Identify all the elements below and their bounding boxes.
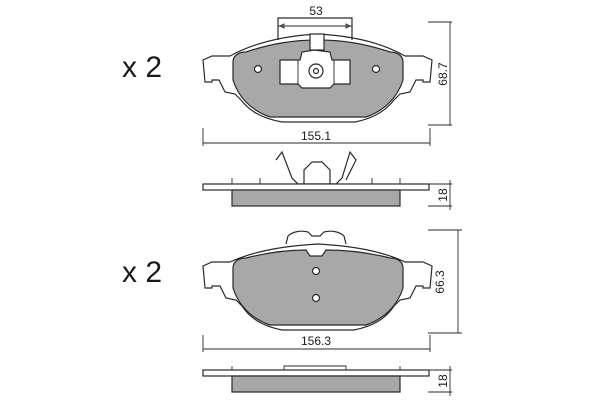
clip-center — [303, 161, 331, 184]
height-dimension-2: 66.3 — [428, 229, 462, 334]
sensor-width-label: 53 — [309, 4, 323, 18]
mounting-hole-bottom-icon — [311, 293, 321, 303]
backing-plate-outline — [202, 33, 433, 123]
backing-plate-side — [202, 183, 430, 191]
thickness-dimension-2: 18 — [428, 366, 452, 396]
friction-lining-side — [231, 375, 401, 393]
backing-plate-side — [202, 369, 430, 377]
sensor-bracket — [277, 17, 353, 40]
arrow-right-icon — [345, 23, 352, 29]
spring-clip — [275, 150, 357, 185]
arrow-left-icon — [278, 23, 285, 29]
friction-material — [232, 249, 404, 326]
width-dimension-1: 155.1 — [202, 128, 431, 146]
pad-side-view-1 — [202, 150, 430, 207]
pad-front-view-1: 53 — [202, 4, 433, 123]
mounting-hole-right-icon — [371, 64, 381, 74]
width-label-1: 155.1 — [301, 129, 331, 143]
locating-tab — [285, 230, 347, 245]
pad-front-view-2 — [202, 230, 433, 331]
pad-side-view-2 — [202, 365, 430, 393]
mounting-hole-left-icon — [253, 64, 263, 74]
sensor-tab — [309, 33, 325, 51]
mounting-hole-top-icon — [311, 266, 321, 276]
backing-plate-outline — [202, 243, 433, 331]
quantity-label-2: x 2 — [122, 256, 162, 289]
quantity-label-1: x 2 — [122, 51, 162, 84]
height-label-2: 66.3 — [433, 270, 447, 294]
width-label-2: 156.3 — [301, 334, 331, 348]
center-pin-icon — [312, 67, 320, 75]
height-label-1: 68.7 — [436, 62, 450, 86]
locating-tab-side — [283, 365, 347, 370]
thickness-label-1: 18 — [436, 188, 450, 202]
pad-set-2: x 2 66.3 156.3 — [122, 229, 462, 396]
height-dimension-1: 68.7 — [428, 21, 452, 126]
thickness-dimension-1: 18 — [428, 180, 452, 210]
friction-lining-side — [231, 189, 401, 207]
width-dimension-2: 156.3 — [202, 334, 431, 352]
pad-set-1: x 2 53 68.7 — [122, 4, 452, 210]
thickness-label-2: 18 — [436, 374, 450, 388]
